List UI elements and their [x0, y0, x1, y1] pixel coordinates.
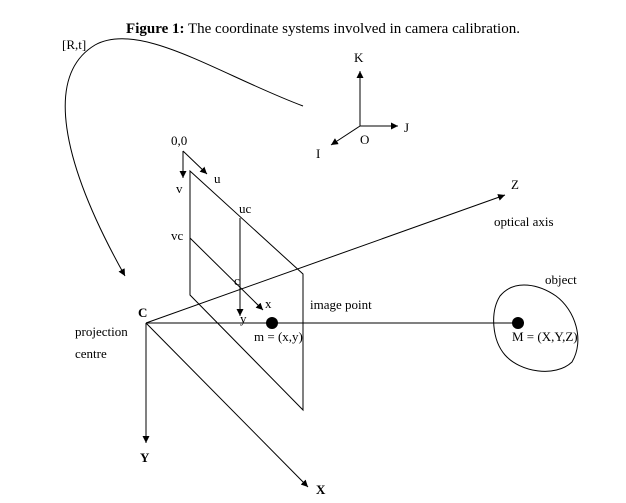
caption-prefix: Figure 1:: [126, 21, 184, 37]
camera-z-label: Z: [511, 177, 519, 192]
camera-x-label: X: [316, 482, 326, 497]
v-label: v: [176, 181, 183, 196]
centre-label: centre: [75, 346, 107, 361]
world-j-label: J: [404, 120, 409, 135]
image-plane: [189, 169, 304, 412]
vc-label: vc: [171, 228, 184, 243]
world-i-label: I: [316, 146, 320, 161]
image-point-label: image point: [310, 297, 372, 312]
optical-axis-label: optical axis: [494, 214, 554, 229]
world-o-label: O: [360, 132, 369, 147]
rt-transform-curve: [64, 38, 304, 277]
object-label: object: [545, 272, 577, 287]
uc-label: uc: [239, 201, 252, 216]
rt-label: [R,t]: [62, 37, 86, 52]
pixel-origin-label: 0,0: [171, 133, 187, 148]
projection-label: projection: [75, 324, 128, 339]
image-point-m: [266, 317, 278, 329]
image-x-label: x: [265, 296, 272, 311]
m-coordinates-label: m = (x,y): [254, 329, 303, 344]
principal-point-label: c: [234, 273, 240, 288]
camera-y-label: Y: [140, 450, 150, 465]
u-axis-arrow: [182, 150, 208, 175]
u-label: u: [214, 171, 221, 186]
object-point-M: [512, 317, 524, 329]
object-outline: [493, 284, 579, 372]
figure-caption: Figure 1: The coordinate systems involve…: [126, 21, 520, 37]
camera-z-optical-axis: [145, 194, 506, 324]
M-coordinates-label: M = (X,Y,Z): [512, 329, 578, 344]
world-k-label: K: [354, 50, 364, 65]
world-i-axis: [330, 125, 361, 146]
projection-centre-c-label: C: [138, 305, 147, 320]
caption-text: The coordinate systems involved in camer…: [188, 21, 520, 37]
image-y-label: y: [240, 311, 247, 326]
camera-x-axis: [145, 322, 309, 488]
vc-guide: [189, 237, 264, 311]
